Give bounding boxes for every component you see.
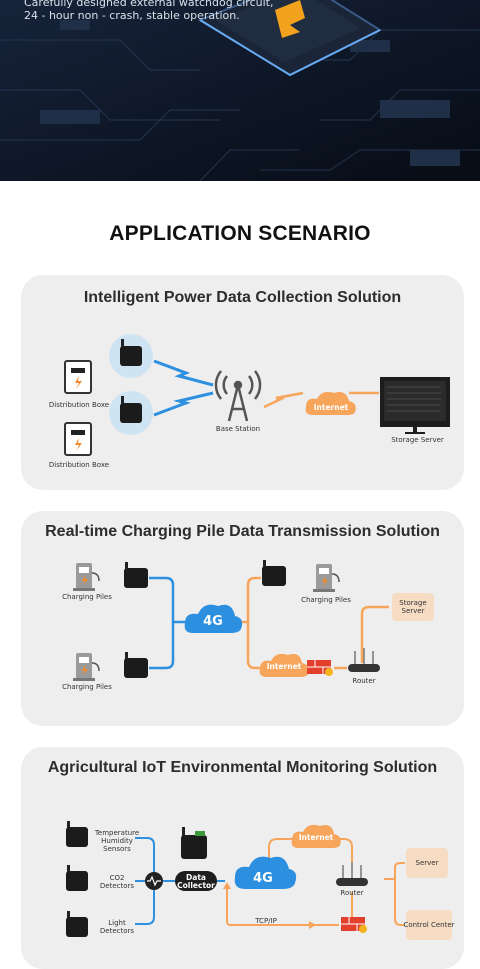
dtu-device-icon (262, 560, 286, 586)
link-line (246, 622, 263, 670)
data-collector-label: Data Collector (175, 874, 217, 890)
4g-label: 4G (203, 614, 223, 629)
4g-cloud-icon (184, 604, 243, 633)
internet-label: Internet (313, 403, 349, 412)
dtu-device-icon (120, 339, 142, 366)
arrow-icon (223, 882, 231, 889)
sensor-label-line: Detectors (99, 927, 135, 935)
dtu-device-icon (124, 562, 148, 588)
4g-cloud-icon (234, 856, 297, 889)
hero-caption: Carefully designed external watchdog cir… (24, 0, 273, 22)
storage-server-label: Storage Server (392, 599, 434, 615)
internet-cloud-icon (259, 653, 309, 677)
link-line (149, 576, 175, 670)
hero-line-2: 24 - hour non - crash, stable operation. (24, 9, 240, 22)
distribution-box-label: Distribution Boxe (48, 401, 110, 409)
collector-label-line: Data (186, 873, 206, 882)
distribution-box-icon (64, 360, 92, 394)
power-data-card: Intelligent Power Data Collection Soluti… (21, 275, 464, 490)
link-line (268, 838, 295, 865)
wireless-link (153, 359, 214, 387)
link-line (237, 576, 261, 624)
router-label: Router (340, 889, 364, 897)
sensor-device-icon (66, 821, 88, 847)
sensor-label-line: Sensors (103, 845, 131, 853)
router-icon (336, 862, 368, 886)
hero-banner: Carefully designed external watchdog cir… (0, 0, 480, 181)
data-collector-device-icon (181, 827, 207, 859)
charging-diagram (73, 560, 434, 681)
sensor-device-icon (66, 865, 88, 891)
internet-label: Internet (298, 833, 334, 842)
storage-server-box (392, 593, 434, 621)
sensor-label-line: Detectors (99, 882, 135, 890)
power-diagram (64, 334, 450, 456)
base-station-icon (214, 370, 262, 422)
sensor-label-line: CO2 (109, 874, 125, 882)
control-center-box (406, 910, 452, 940)
temperature-sensor-label: Temperature Humidity Sensors (91, 829, 143, 853)
agriculture-diagram (66, 821, 452, 940)
storage-server-label-line: Server (401, 607, 425, 615)
sensor-device-icon (66, 911, 88, 937)
wireless-link (153, 391, 214, 417)
co2-detector-label: CO2 Detectors (91, 874, 143, 890)
link-line (394, 879, 405, 926)
charging-pile-card: Real-time Charging Pile Data Transmissio… (21, 511, 464, 726)
charging-piles-label: Charging Piles (62, 593, 112, 601)
collector-label-line: Collector (177, 881, 215, 890)
dtu-device-icon (120, 396, 142, 423)
control-center-label: Control Center (403, 921, 455, 929)
link-line (226, 889, 339, 926)
distribution-box-label: Distribution Boxe (48, 461, 110, 469)
waveform-icon (147, 875, 161, 887)
data-collector-pill (175, 871, 217, 891)
sensor-label-line: Light (108, 919, 126, 927)
4g-label: 4G (253, 871, 273, 886)
link-line (384, 862, 405, 880)
charging-pile-icon (313, 564, 340, 592)
storage-server-label: Storage Server (391, 436, 444, 444)
firewall-icon (307, 660, 333, 676)
router-label: Router (352, 677, 376, 685)
storage-server-label-line: Storage (399, 599, 427, 607)
chip-circuit-illustration (0, 0, 480, 181)
light-detector-label: Light Detectors (91, 919, 143, 935)
arrow-icon (309, 921, 316, 929)
charging-pile-icon (73, 563, 100, 591)
sensor-label-line: Humidity (101, 837, 133, 845)
hero-line-1: Carefully designed external watchdog cir… (24, 0, 274, 9)
agriculture-card: Agricultural IoT Environmental Monitorin… (21, 747, 464, 969)
card-title: Agricultural IoT Environmental Monitorin… (47, 759, 438, 776)
charging-piles-label: Charging Piles (62, 683, 112, 691)
uplink (263, 391, 304, 409)
server-label: Server (415, 859, 439, 867)
storage-server-monitor-icon (380, 377, 450, 434)
link-line (360, 605, 389, 663)
dtu-device-icon (124, 652, 148, 678)
link-line (331, 838, 353, 862)
server-box (406, 848, 448, 878)
distribution-box-icon (64, 422, 92, 456)
sensor-label-line: Temperature (94, 829, 140, 837)
tcpip-label: TCP/IP (255, 917, 277, 925)
charging-pile-icon (73, 653, 100, 681)
internet-cloud-icon (291, 824, 341, 848)
base-station-label: Base Station (215, 425, 261, 433)
internet-label: Internet (266, 662, 302, 671)
firewall-icon (341, 917, 367, 933)
card-title: Real-time Charging Pile Data Transmissio… (45, 523, 440, 540)
internet-cloud-icon (305, 391, 356, 415)
router-icon (348, 648, 380, 672)
charging-piles-label: Charging Piles (301, 596, 351, 604)
section-title: APPLICATION SCENARIO (109, 222, 371, 245)
card-title: Intelligent Power Data Collection Soluti… (83, 289, 402, 306)
